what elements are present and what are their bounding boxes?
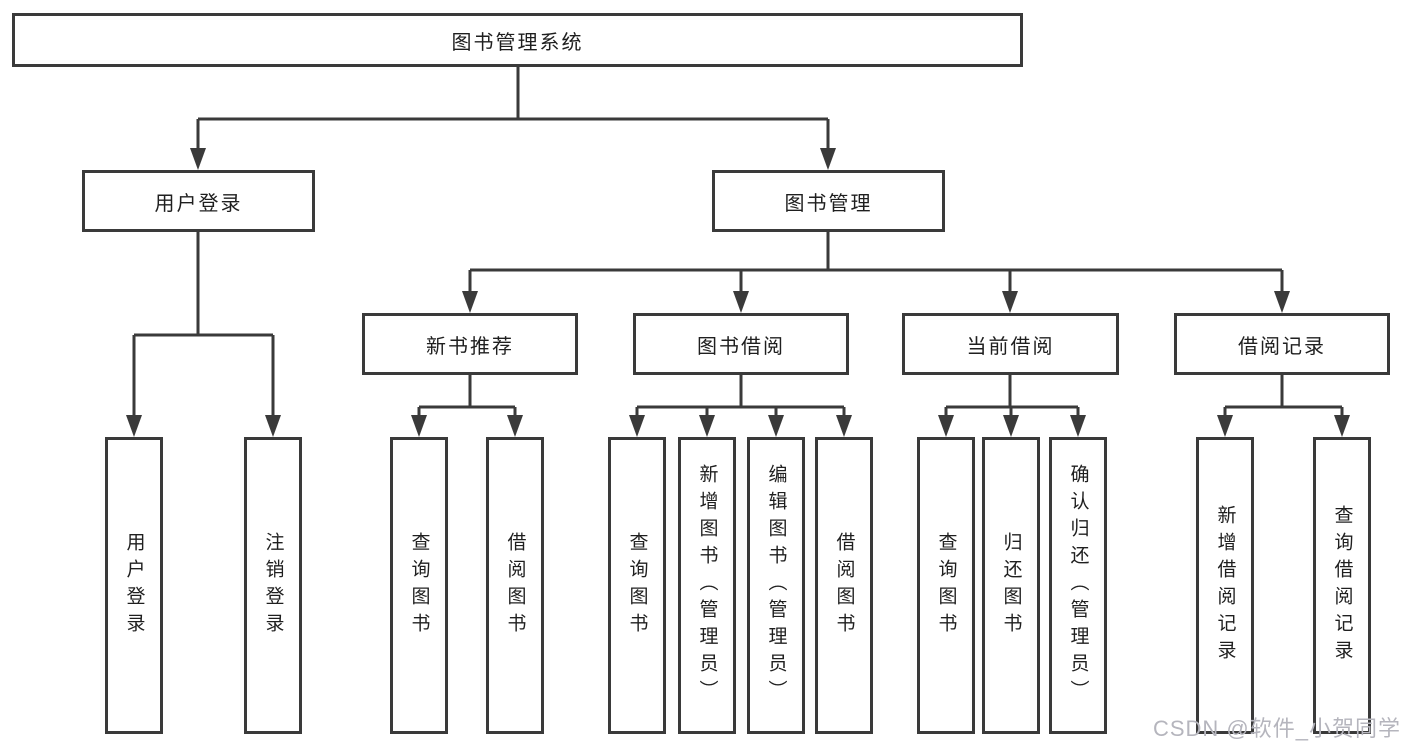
leaf-return-books: 归还图书 (982, 437, 1040, 734)
node-book-borrowing: 图书借阅 (633, 313, 849, 375)
leaf-add-book-admin: 新增图书（管理员） (678, 437, 736, 734)
node-user-login: 用户登录 (82, 170, 315, 232)
leaf-confirm-return-admin: 确认归还（管理员） (1049, 437, 1107, 734)
watermark: CSDN @软件_小贺同学 (1152, 716, 1401, 741)
connector-lines (132, 67, 1344, 421)
leaf-query-books-recommend: 查询图书 (390, 437, 448, 734)
leaf-query-books-current: 查询图书 (917, 437, 975, 734)
leaf-borrow-books: 借阅图书 (815, 437, 873, 734)
leaf-logout: 注销登录 (244, 437, 302, 734)
node-borrowing-records: 借阅记录 (1174, 313, 1390, 375)
leaf-query-borrow-record: 查询借阅记录 (1313, 437, 1371, 734)
leaf-query-books-borrowing: 查询图书 (608, 437, 666, 734)
leaf-add-borrow-record: 新增借阅记录 (1196, 437, 1254, 734)
leaf-edit-book-admin: 编辑图书（管理员） (747, 437, 805, 734)
node-root: 图书管理系统 (12, 13, 1023, 67)
arrow-down-icons (126, 148, 1350, 437)
node-book-management: 图书管理 (712, 170, 945, 232)
leaf-borrow-books-recommend: 借阅图书 (486, 437, 544, 734)
leaf-user-login: 用户登录 (105, 437, 163, 734)
node-new-book-recommend: 新书推荐 (362, 313, 578, 375)
node-current-borrowing: 当前借阅 (902, 313, 1119, 375)
